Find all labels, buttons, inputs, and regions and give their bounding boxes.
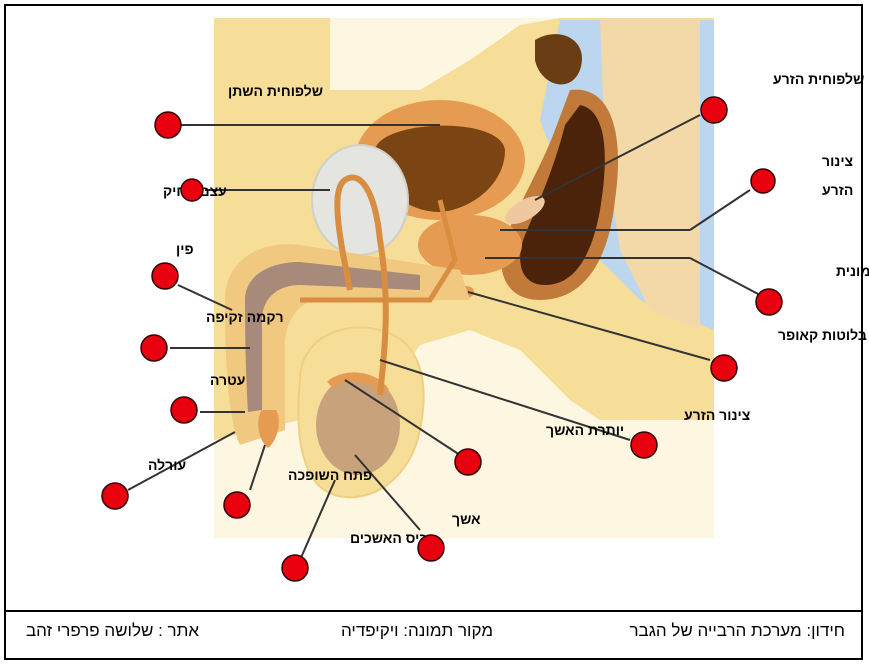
spine xyxy=(600,18,700,330)
label-epididymis: יותרת האשך xyxy=(546,422,624,438)
hotspot-erectile-tissue[interactable] xyxy=(140,334,168,362)
label-urethral-opening: פתח השופכה xyxy=(288,467,372,483)
label-ejaculatory-duct-line1: צינור xyxy=(822,153,853,169)
penis-shaft xyxy=(225,244,470,445)
male-reproductive-diagram: שלפוחית השתן שלפוחית הזרע עצם החיק צינור… xyxy=(101,18,869,582)
hotspot-epididymis[interactable] xyxy=(454,448,482,476)
label-bladder: שלפוחית השתן xyxy=(228,83,323,99)
erectile-tissue-shape xyxy=(245,262,420,412)
label-testis: אשך xyxy=(452,511,481,527)
hotspot-cowper-gland[interactable] xyxy=(710,354,738,382)
label-vas-deferens: צינור הזרע xyxy=(684,407,750,423)
hotspot-urethral-opening[interactable] xyxy=(223,491,251,519)
hotspot-penis[interactable] xyxy=(151,262,179,290)
hotspot-ejaculatory-duct[interactable] xyxy=(750,168,776,194)
hotspot-bladder[interactable] xyxy=(154,111,182,139)
hotspot-foreskin[interactable] xyxy=(101,482,129,510)
label-glans: עטרה xyxy=(210,372,245,388)
leader-lines xyxy=(127,114,761,561)
label-seminal-vesicle: שלפוחית הזרע xyxy=(773,71,864,87)
hotspot-prostate[interactable] xyxy=(755,288,783,316)
label-ejaculatory-duct-line2: הזרע xyxy=(822,182,853,198)
footer-quiz-title: חידון: מערכת הרבייה של הגבר xyxy=(629,621,845,640)
urethra-tube xyxy=(300,199,458,303)
hotspot-pubic-bone[interactable] xyxy=(180,178,204,202)
label-cowper-gland: בלוטות קאופר xyxy=(778,327,867,343)
footer-site-credit: אתר : שלושה פרפרי זהב xyxy=(26,621,200,640)
label-prostate: בלוטת הערמונית xyxy=(836,263,869,279)
hotspot-scrotum[interactable] xyxy=(281,554,309,582)
footer-image-source: מקור תמונה: ויקיפדיה xyxy=(341,621,494,640)
colon xyxy=(535,34,582,85)
vas-deferens-tube xyxy=(334,174,389,396)
label-scrotum: כיס האשכים xyxy=(350,530,427,546)
rectum xyxy=(520,105,605,285)
pubic-bone-shape xyxy=(311,144,409,256)
hotspot-seminal-vesicle[interactable] xyxy=(700,96,728,124)
seminal-vesicle-shape xyxy=(505,196,545,224)
testis-shape xyxy=(316,375,400,475)
label-penis: פין xyxy=(176,241,194,257)
prostate-shape xyxy=(418,215,522,275)
hotspot-glans[interactable] xyxy=(170,396,198,424)
glans-shape xyxy=(258,410,279,448)
hotspot-testis[interactable] xyxy=(417,534,445,562)
footer-bar: אתר : שלושה פרפרי זהב מקור תמונה: ויקיפד… xyxy=(6,610,863,658)
label-foreskin: עורלה xyxy=(148,457,186,473)
label-erectile-tissue: רקמה זקיפה xyxy=(206,309,284,325)
hotspot-vas-deferens[interactable] xyxy=(630,431,658,459)
